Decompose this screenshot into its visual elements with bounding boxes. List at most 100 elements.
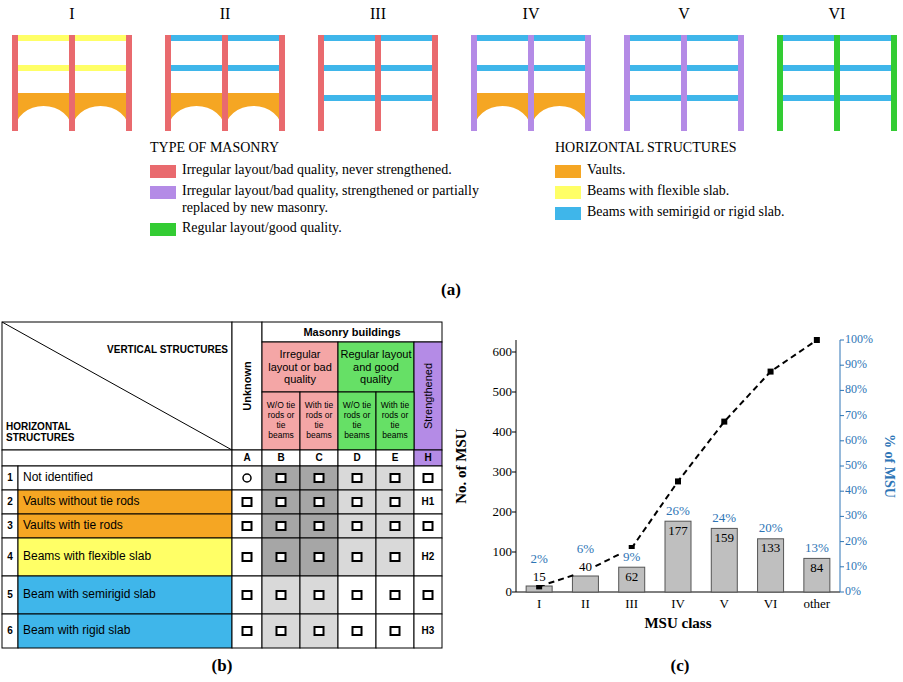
table-cell bbox=[376, 614, 414, 648]
table-cell bbox=[414, 342, 442, 450]
class-symbol bbox=[277, 474, 286, 482]
masonry-wall bbox=[12, 35, 18, 131]
masonry-wall bbox=[777, 35, 783, 131]
frame-number: II bbox=[200, 3, 250, 25]
table-cell bbox=[300, 538, 338, 576]
table-cell bbox=[414, 450, 442, 466]
tick bbox=[840, 491, 844, 492]
tick bbox=[840, 440, 844, 441]
masonry-wall bbox=[165, 35, 171, 131]
class-symbol bbox=[277, 498, 286, 506]
frame-number: III bbox=[353, 3, 403, 25]
tick bbox=[512, 432, 516, 433]
table-cell bbox=[338, 514, 376, 538]
category-label: other bbox=[795, 596, 839, 613]
legend-text: Irregular layout/bad quality, never stre… bbox=[182, 162, 502, 179]
count-label: 40 bbox=[577, 559, 594, 575]
class-symbol bbox=[391, 553, 400, 561]
masonry-wall bbox=[624, 35, 630, 131]
tick-label: 80% bbox=[845, 382, 881, 398]
table-cell bbox=[414, 538, 442, 576]
legend-heading: TYPE OF MASONRY bbox=[150, 138, 450, 158]
table-cell bbox=[414, 614, 442, 648]
category-label: V bbox=[702, 596, 746, 613]
table-cell bbox=[2, 450, 232, 466]
masonry-wall bbox=[834, 35, 840, 131]
table-cell bbox=[2, 322, 232, 450]
table-cell bbox=[376, 392, 414, 450]
class-symbol bbox=[424, 474, 433, 482]
tick bbox=[840, 592, 844, 593]
table-cell bbox=[18, 614, 232, 648]
column-letter: H bbox=[414, 450, 442, 466]
tick-label: 0% bbox=[845, 584, 881, 600]
table-cell bbox=[2, 514, 18, 538]
class-symbol bbox=[391, 627, 400, 635]
table-cell bbox=[232, 466, 262, 490]
table-cell bbox=[18, 514, 232, 538]
table-cell bbox=[18, 490, 232, 514]
legend-text: Beams with semirigid or rigid slab. bbox=[587, 204, 897, 221]
percent-label: 26% bbox=[664, 503, 692, 519]
count-label: 177 bbox=[665, 523, 691, 539]
table-cell bbox=[262, 538, 300, 576]
legend-swatch bbox=[555, 165, 581, 178]
tick bbox=[512, 552, 516, 553]
masonry-wall bbox=[738, 35, 744, 131]
column-letter: B bbox=[262, 450, 300, 466]
row-name: Beam with rigid slab bbox=[18, 614, 232, 648]
legend-swatch bbox=[555, 207, 581, 220]
row-name: Beam with semirigid slab bbox=[18, 576, 232, 614]
count-label: 62 bbox=[619, 569, 645, 585]
masonry-wall bbox=[585, 35, 591, 131]
unknown-symbol bbox=[243, 474, 251, 482]
class-symbol bbox=[243, 522, 252, 530]
class-code: H3 bbox=[414, 614, 442, 648]
axis-title: No. of MSU bbox=[453, 406, 471, 526]
table-cell bbox=[262, 392, 300, 450]
table-cell bbox=[18, 576, 232, 614]
tick-label: 60% bbox=[845, 433, 881, 449]
axis-title: MSU class bbox=[618, 614, 738, 634]
masonry-wall bbox=[222, 35, 228, 131]
table-cell bbox=[414, 466, 442, 490]
class-code: H2 bbox=[414, 538, 442, 576]
tick-label: 0 bbox=[474, 584, 512, 600]
legend-swatch bbox=[150, 223, 176, 236]
table-cell bbox=[338, 450, 376, 466]
vault bbox=[474, 93, 531, 130]
y-axis bbox=[516, 340, 517, 592]
table-cell bbox=[2, 576, 18, 614]
cumulative-marker bbox=[768, 369, 774, 375]
tick-label: 300 bbox=[474, 464, 512, 480]
class-symbol bbox=[315, 522, 324, 530]
class-symbol bbox=[391, 498, 400, 506]
masonry-wall bbox=[318, 35, 324, 131]
table-cell bbox=[300, 466, 338, 490]
table-cell bbox=[2, 538, 18, 576]
table-cell bbox=[338, 466, 376, 490]
table-cell bbox=[2, 466, 18, 490]
percent-label: 9% bbox=[621, 549, 642, 565]
class-symbol bbox=[277, 591, 286, 599]
tick-label: 500 bbox=[474, 384, 512, 400]
table-cell bbox=[376, 514, 414, 538]
percent-label: 20% bbox=[757, 521, 785, 537]
legend-text: Irregular layout/bad quality, strengthen… bbox=[182, 183, 502, 217]
tick-label: 30% bbox=[845, 508, 881, 524]
table-cell bbox=[262, 450, 300, 466]
category-label: I bbox=[517, 596, 561, 613]
legend-swatch bbox=[150, 186, 176, 199]
legend-swatch bbox=[150, 165, 176, 178]
vault bbox=[225, 93, 282, 130]
row-number: 1 bbox=[2, 466, 18, 490]
table-subheader: W/O tie rods or tie beams bbox=[263, 393, 299, 449]
table-cell bbox=[338, 614, 376, 648]
masonry-wall bbox=[681, 35, 687, 131]
legend-text: Vaults. bbox=[587, 162, 897, 179]
table-cell bbox=[414, 514, 442, 538]
class-symbol bbox=[353, 498, 362, 506]
table-cell bbox=[376, 538, 414, 576]
percent-label: 6% bbox=[575, 541, 596, 557]
